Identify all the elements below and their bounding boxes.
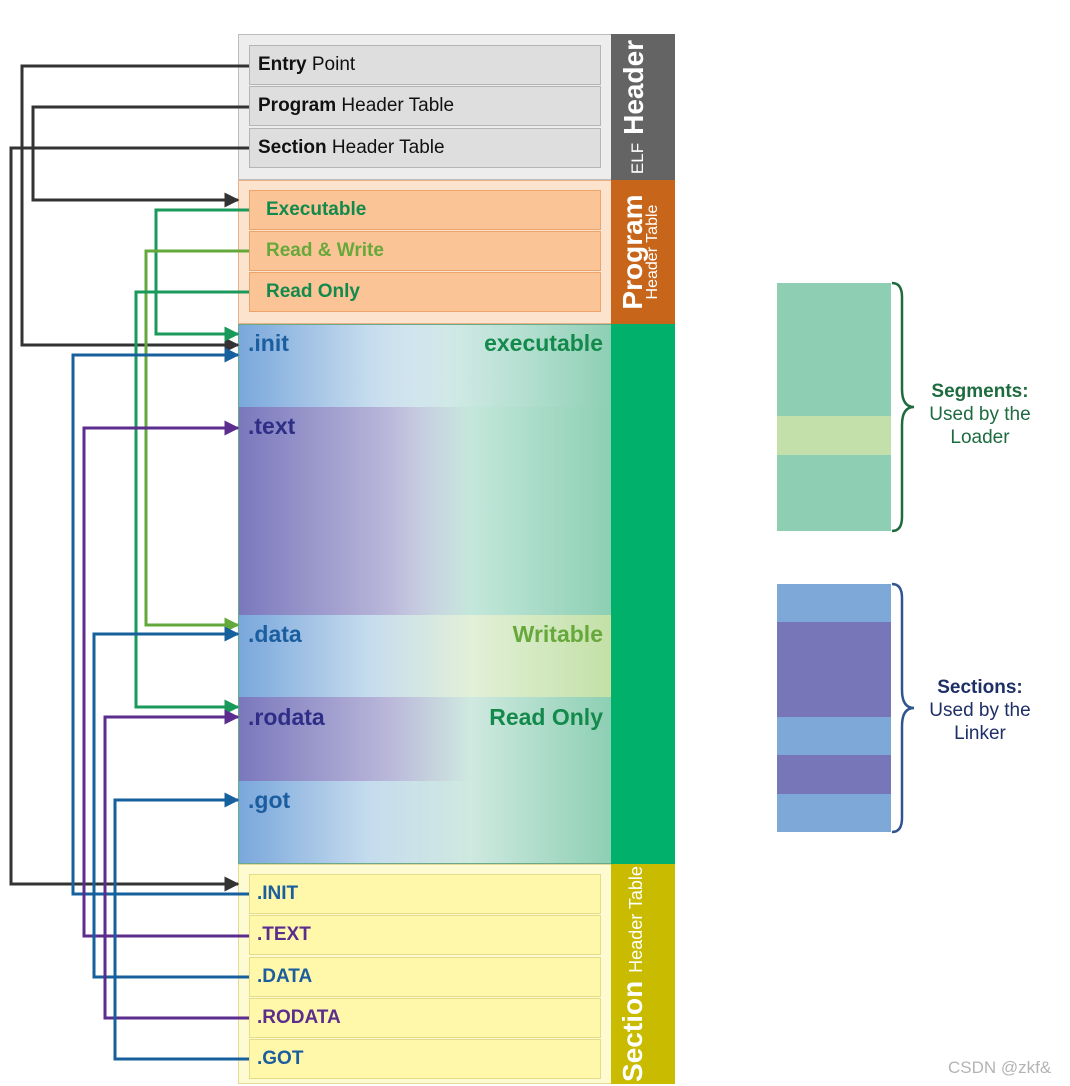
arrow-section-header-table xyxy=(9,146,249,892)
program-big-label: Program xyxy=(617,194,648,310)
section-header-sidebar: Section Header Table xyxy=(611,864,675,1084)
perm-readonly-label: Read Only xyxy=(489,704,603,730)
watermark: CSDN @zkf& xyxy=(948,1058,1052,1077)
program-row-read-only: Read Only xyxy=(249,272,601,312)
section-row-label: .TEXT xyxy=(257,924,311,945)
elf-row-bold: Section xyxy=(258,137,327,158)
legend-segment-writable xyxy=(777,416,891,455)
section-row-label: .INIT xyxy=(257,883,299,904)
elf-row-section-header-table: Section Header Table xyxy=(249,128,601,168)
section-row-init: .INIT xyxy=(249,874,601,914)
elf-row-bold: Entry xyxy=(258,54,307,75)
perm-executable-label: executable xyxy=(484,330,603,356)
program-row-executable: Executable xyxy=(249,190,601,230)
program-row-label: Read Only xyxy=(266,281,360,302)
legend-segments-line2: Loader xyxy=(950,427,1010,448)
legend-sections-line1: Used by the xyxy=(929,700,1031,721)
legend-segments-brace xyxy=(891,281,915,533)
section-row-got: .GOT xyxy=(249,1039,601,1079)
arrow-init-section xyxy=(71,347,249,896)
section-row-label: .DATA xyxy=(257,966,313,987)
elf-big-label: Header xyxy=(618,39,649,135)
program-row-label: Read & Write xyxy=(266,240,384,261)
section-data-area xyxy=(239,615,611,697)
section-text-label: .text xyxy=(248,413,296,439)
legend-section-got xyxy=(777,794,891,832)
section-big-label: Section xyxy=(617,980,648,1082)
legend-segments-line1: Used by the xyxy=(929,404,1031,425)
legend-sections-text: Sections: Used by the Linker xyxy=(910,676,1050,745)
elf-row-entry-point: Entry Point xyxy=(249,45,601,85)
section-got-area xyxy=(239,781,611,863)
section-init-label: .init xyxy=(248,330,289,356)
program-header-sidebar: Program Header Table xyxy=(611,180,675,324)
legend-segments-bar xyxy=(777,283,891,531)
elf-header-sidebar: ELF Header xyxy=(611,34,675,180)
elf-header-side-label: ELF Header xyxy=(618,34,661,180)
legend-sections-title: Sections: xyxy=(937,677,1023,698)
legend-sections-bar xyxy=(777,584,891,832)
section-row-label: .GOT xyxy=(257,1048,304,1069)
section-init-area xyxy=(239,325,611,407)
segments-sidebar xyxy=(611,324,675,864)
arrow-got-section xyxy=(113,792,249,1061)
arrow-readonly-segment xyxy=(134,290,249,715)
section-row-label: .RODATA xyxy=(257,1007,341,1028)
legend-segment-executable xyxy=(777,283,891,416)
section-row-data: .DATA xyxy=(249,957,601,997)
section-got-label: .got xyxy=(248,787,291,813)
legend-section-data xyxy=(777,717,891,755)
arrow-text-section xyxy=(82,420,249,938)
arrow-rodata-section xyxy=(103,709,249,1020)
section-rodata-area xyxy=(239,697,611,781)
section-data-label: .data xyxy=(248,621,302,647)
program-row-label: Executable xyxy=(266,199,367,220)
elf-row-rest: Point xyxy=(306,54,356,75)
arrow-program-header-table xyxy=(31,105,249,208)
section-header-side-label: Section Header Table xyxy=(617,864,663,1084)
program-header-side-label: Program Header Table xyxy=(617,180,663,324)
section-small-label: Header Table xyxy=(626,866,646,973)
legend-segment-readonly xyxy=(777,455,891,531)
arrow-executable-segment xyxy=(154,208,249,342)
elf-row-program-header-table: Program Header Table xyxy=(249,86,601,126)
elf-row-rest: Header Table xyxy=(336,95,455,116)
section-row-rodata: .RODATA xyxy=(249,998,601,1038)
legend-section-rodata xyxy=(777,755,891,794)
legend-sections-brace xyxy=(891,582,915,834)
legend-segments-title: Segments: xyxy=(931,381,1029,402)
program-row-read-write: Read & Write xyxy=(249,231,601,271)
arrow-data-section xyxy=(92,626,249,979)
section-rodata-label: .rodata xyxy=(248,704,325,730)
legend-section-init xyxy=(777,584,891,622)
perm-writable-label: Writable xyxy=(512,621,603,647)
elf-row-bold: Program xyxy=(258,95,337,116)
legend-segments-text: Segments: Used by the Loader xyxy=(910,380,1050,449)
legend-sections-line2: Linker xyxy=(954,723,1006,744)
elf-row-rest: Header Table xyxy=(326,137,445,158)
section-row-text: .TEXT xyxy=(249,915,601,955)
segments-body: .init .text .data .rodata .got executabl… xyxy=(238,324,612,864)
section-text-area xyxy=(239,407,611,615)
arrow-entry-point-to-init xyxy=(20,64,249,353)
legend-section-text xyxy=(777,622,891,717)
elf-small-label: ELF xyxy=(628,142,647,175)
arrow-readwrite-segment xyxy=(144,249,249,633)
